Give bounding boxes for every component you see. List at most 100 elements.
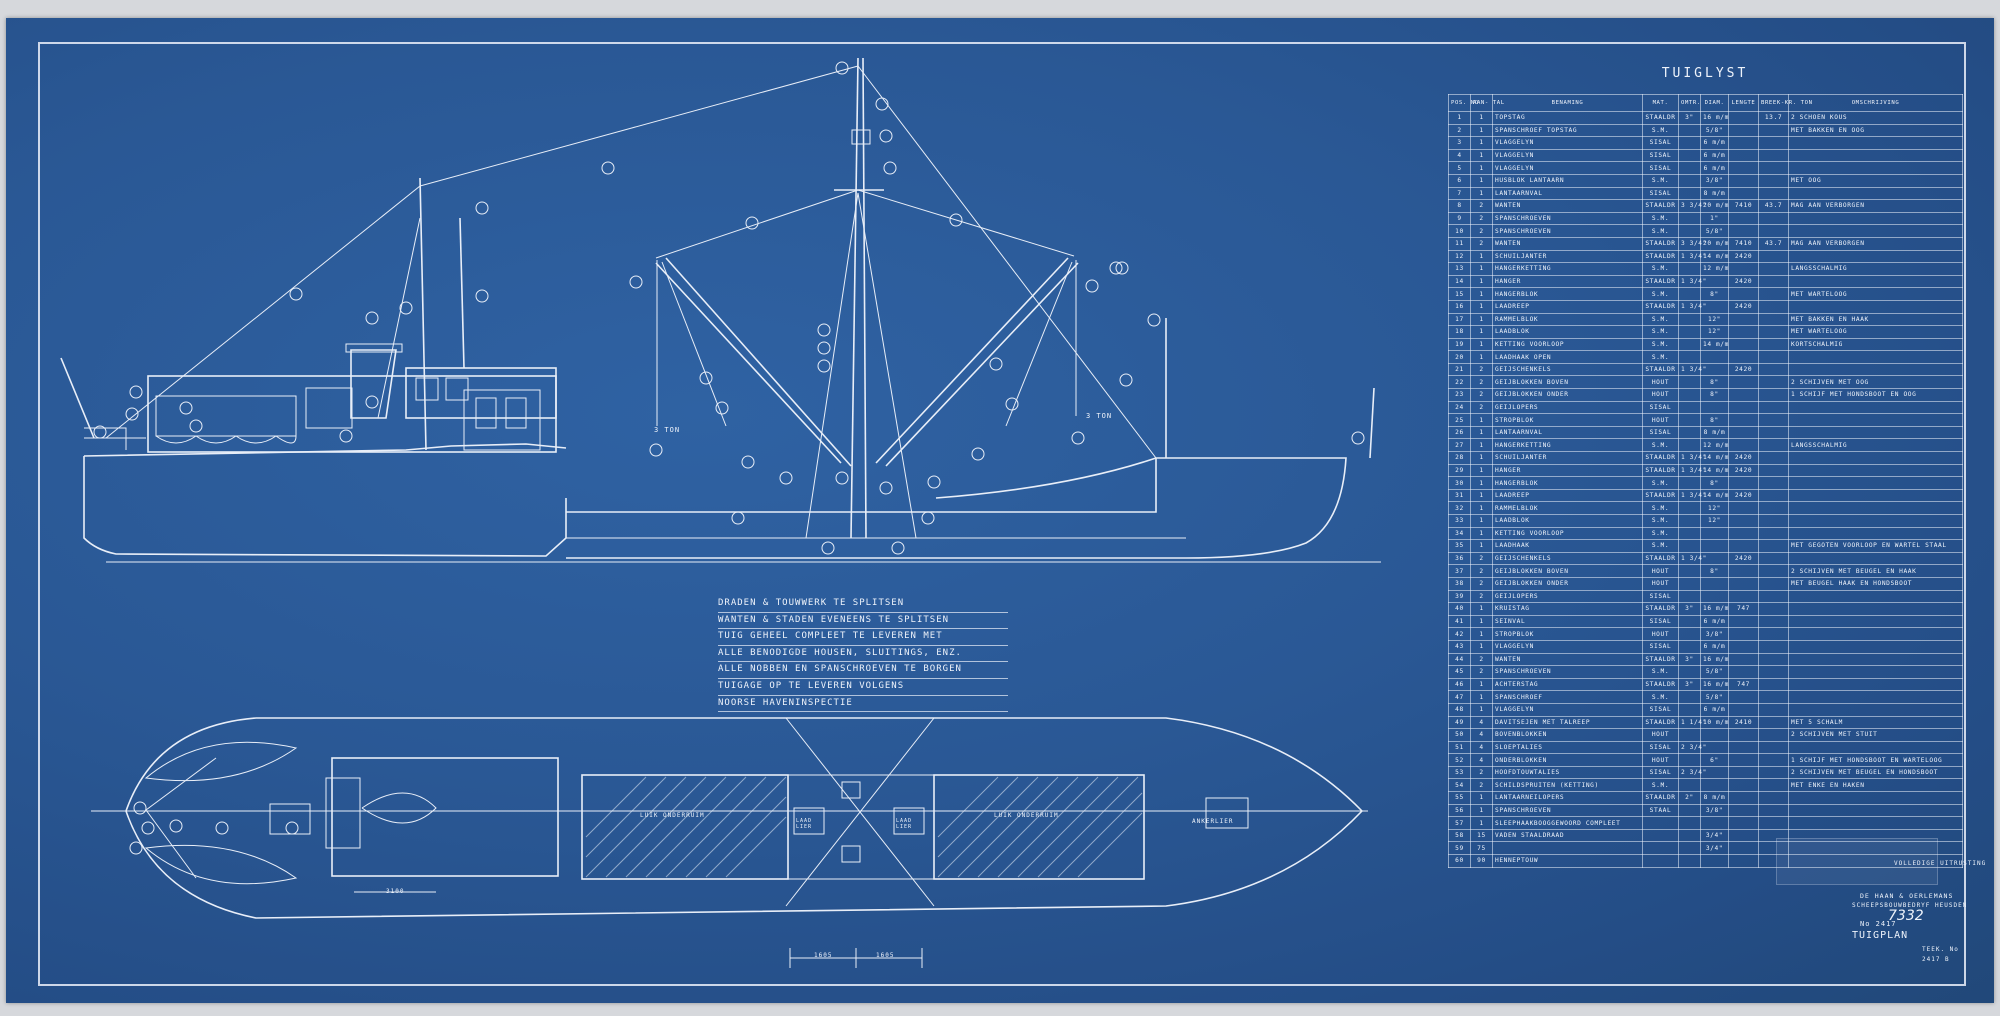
parts-cell (1678, 413, 1701, 427)
parts-cell (1758, 312, 1789, 327)
parts-cell (1788, 463, 1963, 478)
parts-cell: STAALDR (1642, 274, 1679, 289)
parts-cell: 2 (1470, 199, 1493, 213)
parts-cell (1728, 186, 1759, 201)
parts-cell: 57 (1448, 816, 1471, 830)
parts-cell: MET WARTELOOG (1788, 287, 1963, 301)
parts-cell: 2 (1470, 576, 1493, 591)
parts-cell (1758, 589, 1789, 604)
parts-cell (1728, 148, 1759, 163)
parts-cell: GEIJBLOKKEN BOVEN (1492, 375, 1643, 390)
parts-cell (1728, 803, 1759, 818)
parts-cell: GEIJSCHENKELS (1492, 551, 1643, 566)
parts-cell: 5/8" (1700, 690, 1729, 704)
parts-cell: 1 (1470, 173, 1493, 188)
parts-cell: 43.7 (1758, 199, 1789, 213)
parts-cell: 3" (1678, 111, 1701, 125)
parts-cell: 30 (1448, 476, 1471, 490)
parts-cell: MAG AAN VERBORGEN (1788, 236, 1963, 251)
parts-cell: S.M. (1642, 262, 1679, 276)
parts-cell: DAVITSEJEN MET TALREEP (1492, 715, 1643, 730)
parts-cell (1678, 501, 1701, 515)
parts-cell (1788, 161, 1963, 175)
parts-cell: HOUT (1642, 576, 1679, 591)
parts-cell (1758, 148, 1789, 163)
parts-cell (1728, 627, 1759, 641)
parts-cell (1788, 299, 1963, 314)
parts-cell: 2 (1470, 589, 1493, 604)
parts-header-cell: OMTR. (1678, 94, 1701, 112)
parts-cell (1678, 514, 1701, 528)
parts-cell: MET 5 SCHALM (1788, 715, 1963, 730)
parts-cell: 6 m/m (1700, 702, 1729, 717)
parts-cell (1758, 539, 1789, 553)
parts-cell (1678, 161, 1701, 175)
parts-cell (1758, 337, 1789, 352)
parts-cell: STAALDR (1642, 249, 1679, 264)
parts-cell: 19 (1448, 337, 1471, 352)
parts-cell (1758, 514, 1789, 528)
parts-cell: SCHUILJANTER (1492, 451, 1643, 465)
parts-cell: 32 (1448, 501, 1471, 515)
parts-cell: SISAL (1642, 425, 1679, 440)
dimension-right: 1605 (876, 952, 895, 959)
parts-cell: 3/8" (1700, 627, 1729, 641)
parts-cell: S.M. (1642, 325, 1679, 339)
parts-cell (1728, 312, 1759, 327)
parts-cell: HANGERBLOK (1492, 476, 1643, 490)
parts-cell: 1 3/4" (1678, 463, 1706, 478)
parts-cell (1728, 778, 1759, 793)
parts-cell (1788, 816, 1963, 830)
parts-cell: HOUT (1642, 728, 1679, 742)
parts-cell: 16 m/m (1700, 677, 1729, 692)
parts-cell (1678, 211, 1701, 226)
parts-cell: 15 (1448, 287, 1471, 301)
blueprint-sheet: 3 TON 3 TON LUIK ONDERRUIM LUIK ONDERRUI… (6, 18, 1994, 1003)
parts-cell: STAALDR (1642, 677, 1679, 692)
parts-cell: 10 (1448, 224, 1471, 238)
parts-cell: 2410 (1728, 715, 1759, 730)
parts-cell (1678, 337, 1701, 352)
parts-cell (1728, 211, 1759, 226)
parts-cell: S.M. (1642, 224, 1679, 238)
parts-cell (1678, 136, 1701, 150)
parts-cell (1728, 111, 1759, 125)
parts-cell (1728, 325, 1759, 339)
parts-cell: 58 (1448, 828, 1471, 843)
parts-cell: 1 (1470, 111, 1493, 125)
parts-cell (1788, 476, 1963, 490)
parts-cell: 35 (1448, 539, 1471, 553)
parts-cell: 52 (1448, 753, 1471, 767)
parts-cell: 2" (1678, 791, 1701, 805)
parts-cell (1758, 765, 1789, 780)
parts-cell: 1 (1470, 690, 1493, 704)
parts-cell (1728, 224, 1759, 238)
parts-cell (1728, 690, 1759, 704)
outfit-label: VOLLEDIGE UITRUSTING (1894, 860, 1987, 867)
parts-cell: 1 (1470, 325, 1493, 339)
parts-cell: 15 (1470, 828, 1493, 843)
parts-cell (1728, 753, 1759, 767)
parts-cell (1788, 652, 1963, 667)
plan-view (91, 717, 1368, 968)
parts-cell: 1 3/4" (1678, 249, 1706, 264)
parts-cell (1678, 854, 1701, 868)
parts-cell: 38 (1448, 576, 1471, 591)
parts-cell (1678, 186, 1701, 201)
parts-cell: VLAGGELYN (1492, 639, 1643, 654)
parts-cell (1728, 161, 1759, 175)
parts-cell: 6 m/m (1700, 639, 1729, 654)
parts-cell (1678, 287, 1701, 301)
parts-cell (1758, 451, 1789, 465)
parts-cell: 2 (1470, 564, 1493, 578)
archive-stamp (1776, 838, 1938, 885)
parts-cell: VADEN STAALDRAAD (1492, 828, 1643, 843)
parts-cell: 3/4" (1700, 841, 1729, 856)
parts-cell (1728, 816, 1759, 830)
parts-cell: 16 (1448, 299, 1471, 314)
parts-cell: STAAL (1642, 803, 1679, 818)
parts-cell: 3 3/4" (1678, 236, 1706, 251)
